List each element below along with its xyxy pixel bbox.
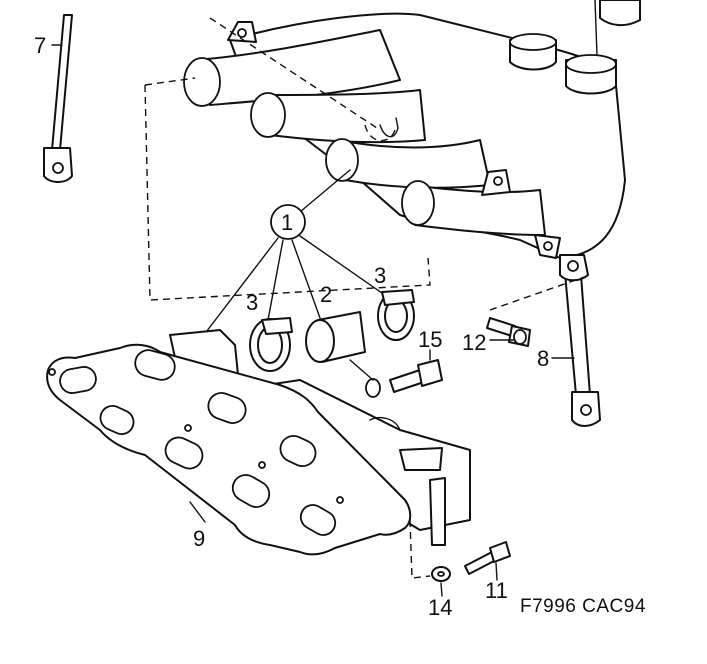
- sensor-leader: [209, 17, 381, 131]
- callout-label-8: 8: [537, 346, 549, 371]
- hose-clamp-right-part-3: [377, 289, 415, 341]
- hose-clamp-left-part-3: [249, 317, 293, 372]
- assembly-outline: [144, 77, 431, 301]
- bolt-part-12: [486, 317, 531, 347]
- upper-intake-manifold: [183, 0, 641, 259]
- callout-label-2: 2: [320, 282, 332, 307]
- callout-label-7: 7: [34, 33, 46, 58]
- callout-label-14: 14: [428, 595, 452, 620]
- figure-reference: F7996 CAC94: [520, 596, 646, 617]
- callout-label-11: 11: [485, 578, 508, 603]
- callout-label-3-left: 3: [246, 290, 258, 315]
- hose-sleeve-part-2: [305, 311, 366, 363]
- washer-part-14: [431, 566, 451, 582]
- support-stay-part-7: [43, 14, 73, 183]
- callout-label-12: 12: [462, 330, 486, 355]
- callout-1-leaders: [199, 169, 393, 341]
- bolt-part-11: [464, 541, 511, 575]
- support-stay-part-8: [489, 254, 601, 427]
- callout-label-15: 15: [418, 327, 442, 352]
- callout-label-1: 1: [281, 210, 293, 235]
- callout-1-circle: [270, 204, 306, 240]
- callout-label-3-right: 3: [374, 263, 386, 288]
- manifold-gasket-part-9: [46, 343, 412, 556]
- callout-label-9: 9: [193, 526, 205, 551]
- sensor-part-15: [349, 349, 443, 398]
